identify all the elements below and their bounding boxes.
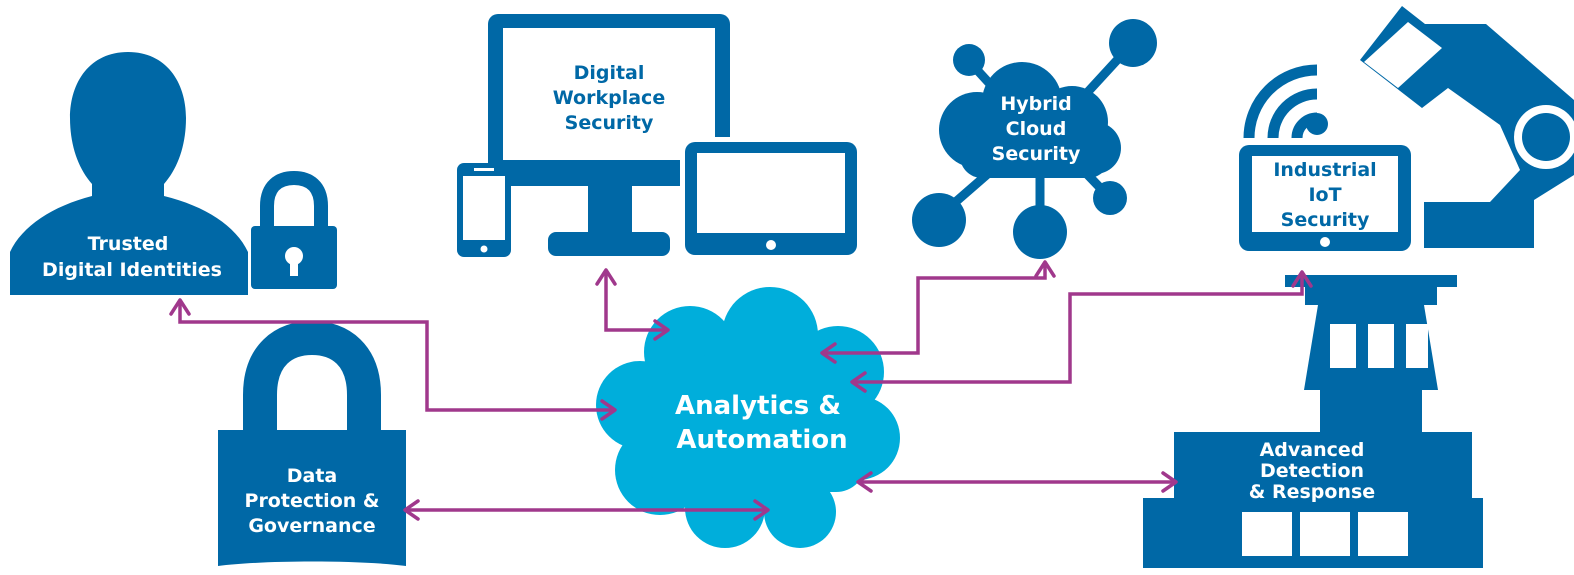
digital-workplace-label-3: Security: [565, 112, 654, 134]
digital-workplace-label-1: Digital: [574, 62, 645, 84]
analytics-label-2: Automation: [676, 425, 847, 455]
digital-workplace-label-2: Workplace: [553, 87, 665, 109]
connector-hybrid-cloud: [820, 260, 1056, 364]
trusted-identities-label-1: Trusted: [88, 233, 169, 255]
detection-response-label-1: Advanced: [1260, 439, 1365, 461]
trusted-identities-label-2: Digital Identities: [42, 259, 222, 281]
detection-response-label-2: Detection: [1260, 460, 1364, 482]
data-protection-label-1: Data: [287, 465, 338, 487]
hybrid-cloud-label-3: Security: [992, 143, 1081, 165]
detection-response-node: Advanced Detection & Response: [1143, 275, 1483, 568]
devices-icon: [457, 14, 862, 260]
detection-response-label-3: & Response: [1249, 481, 1375, 503]
brain-cloud-icon: [596, 287, 900, 548]
data-protection-label-3: Governance: [248, 515, 375, 537]
analytics-automation-node: Analytics & Automation: [596, 287, 900, 548]
connector-trusted-identities: [169, 298, 617, 421]
padlock-small-icon: [251, 170, 337, 289]
tablet-icon: [1239, 145, 1411, 251]
connector-detection-response: [856, 471, 1178, 493]
data-protection-node: Data Protection & Governance: [218, 320, 406, 566]
hybrid-cloud-label-1: Hybrid: [1000, 93, 1071, 115]
industrial-iot-label-1: Industrial: [1273, 159, 1376, 181]
network-cloud-icon: [912, 19, 1157, 259]
digital-workplace-node: Digital Workplace Security: [457, 14, 862, 260]
analytics-label-1: Analytics &: [675, 391, 841, 421]
control-tower-icon: [1143, 275, 1483, 568]
connector-digital-workplace: [595, 268, 670, 341]
connectors: [169, 260, 1313, 521]
robot-arm-icon: [1360, 6, 1574, 248]
industrial-iot-label-3: Security: [1281, 209, 1370, 231]
data-protection-label-2: Protection &: [245, 490, 380, 512]
hybrid-cloud-label-2: Cloud: [1006, 118, 1067, 140]
connector-industrial-iot: [850, 270, 1313, 393]
industrial-iot-label-2: IoT: [1308, 184, 1341, 206]
hybrid-cloud-node: Hybrid Cloud Security: [912, 19, 1157, 259]
trusted-identities-node: Trusted Digital Identities: [10, 52, 337, 295]
connector-data-protection: [403, 499, 770, 521]
padlock-icon: [218, 320, 406, 566]
industrial-iot-node: Industrial IoT Security: [1239, 6, 1574, 251]
wifi-icon: [1243, 64, 1328, 139]
user-icon: [10, 52, 248, 295]
